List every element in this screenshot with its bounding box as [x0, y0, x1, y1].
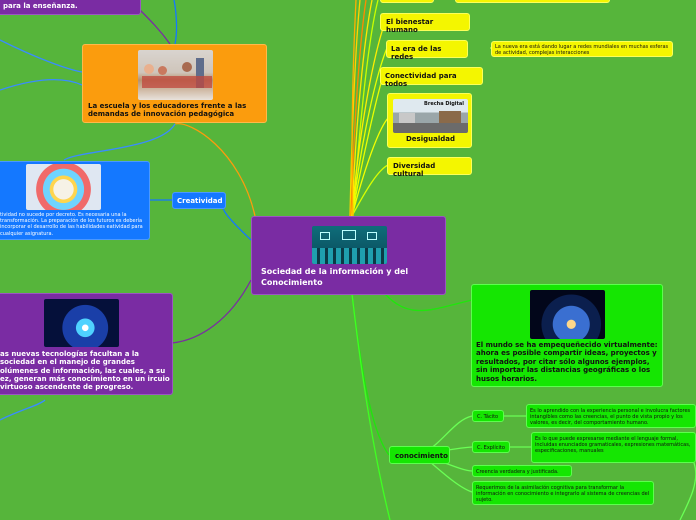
explicito-text: C. Explícito [477, 445, 505, 451]
creatividad-desc-text: tividad no sucede por decreto. Es necesa… [0, 212, 143, 237]
explicito-node[interactable]: C. Explícito [472, 441, 510, 453]
mundo-text: El mundo se ha empequeñecido virtualment… [476, 341, 658, 383]
tacito-text: C. Tácito [477, 414, 499, 420]
creencia-text: Creencia verdadera y justificada. [476, 469, 559, 475]
conectividad-text: Conectividad para todos [385, 72, 457, 88]
tacito-desc-text: Es lo aprendido con la experiencia perso… [530, 408, 691, 427]
escuela-text: La escuela y los educadores frente a las… [88, 102, 247, 118]
digital-divide-image: Brecha Digital [393, 99, 468, 133]
tacito-desc-node[interactable]: Es lo aprendido con la experiencia perso… [526, 404, 696, 428]
creencia-node[interactable]: Creencia verdadera y justificada. [472, 465, 572, 477]
era-redes-desc-text: La nueva era está dando lugar a redes mu… [495, 44, 669, 57]
diversidad-node[interactable]: Diversidad cultural [387, 157, 472, 178]
central-node[interactable]: Sociedad de la información y del Conocim… [251, 216, 446, 295]
tecnologias-node[interactable]: as nuevas tecnologías facultan a la soci… [0, 293, 173, 395]
era-redes-text: La era de las redes [391, 45, 442, 61]
explicito-desc-node[interactable]: Es lo que puede expresarse mediante el l… [531, 432, 696, 463]
network-people-image [312, 226, 387, 264]
creatividad-desc-node[interactable]: tividad no sucede por decreto. Es necesa… [0, 161, 150, 240]
bienestar-node[interactable]: El bienestar humano [380, 13, 470, 34]
technology-image [44, 299, 119, 347]
era-redes-desc-node[interactable]: La nueva era está dando lugar a redes mu… [491, 41, 673, 57]
mundo-node[interactable]: El mundo se ha empequeñecido virtualment… [471, 284, 663, 387]
brecha-image-label: Brecha Digital [424, 101, 464, 107]
globe-image [530, 290, 605, 339]
creativity-image [26, 164, 101, 210]
enseñanza-node[interactable]: para la enseñanza. [0, 0, 141, 15]
creatividad-node[interactable]: Creatividad [172, 192, 226, 209]
central-title: Sociedad de la información y del Conocim… [261, 267, 409, 287]
creatividad-label: Creatividad [177, 197, 223, 205]
era-redes-node[interactable]: La era de las redes [386, 40, 468, 61]
requerimos-text: Requerimos de la asimilación cognitiva p… [476, 485, 650, 504]
classroom-image [138, 50, 213, 100]
escuela-node[interactable]: La escuela y los educadores frente a las… [82, 44, 267, 123]
desigualdad-node[interactable]: Brecha Digital Desigualdad [387, 93, 472, 148]
top-partial-node-2[interactable] [455, 0, 610, 3]
diversidad-text: Diversidad cultural [393, 162, 436, 178]
top-partial-node-1[interactable] [380, 0, 434, 3]
desigualdad-text: Desigualdad [406, 135, 455, 143]
tecnologias-text: as nuevas tecnologías facultan a la soci… [0, 350, 170, 392]
explicito-desc-text: Es lo que puede expresarse mediante el l… [535, 436, 691, 455]
bienestar-text: El bienestar humano [386, 18, 434, 34]
enseñanza-text: para la enseñanza. [3, 2, 78, 10]
requerimos-node[interactable]: Requerimos de la asimilación cognitiva p… [472, 481, 654, 505]
conectividad-node[interactable]: Conectividad para todos [380, 67, 483, 88]
conocimiento-text: conocimiento [395, 452, 448, 460]
tacito-node[interactable]: C. Tácito [472, 410, 504, 422]
conocimiento-node[interactable]: conocimiento [389, 446, 450, 464]
